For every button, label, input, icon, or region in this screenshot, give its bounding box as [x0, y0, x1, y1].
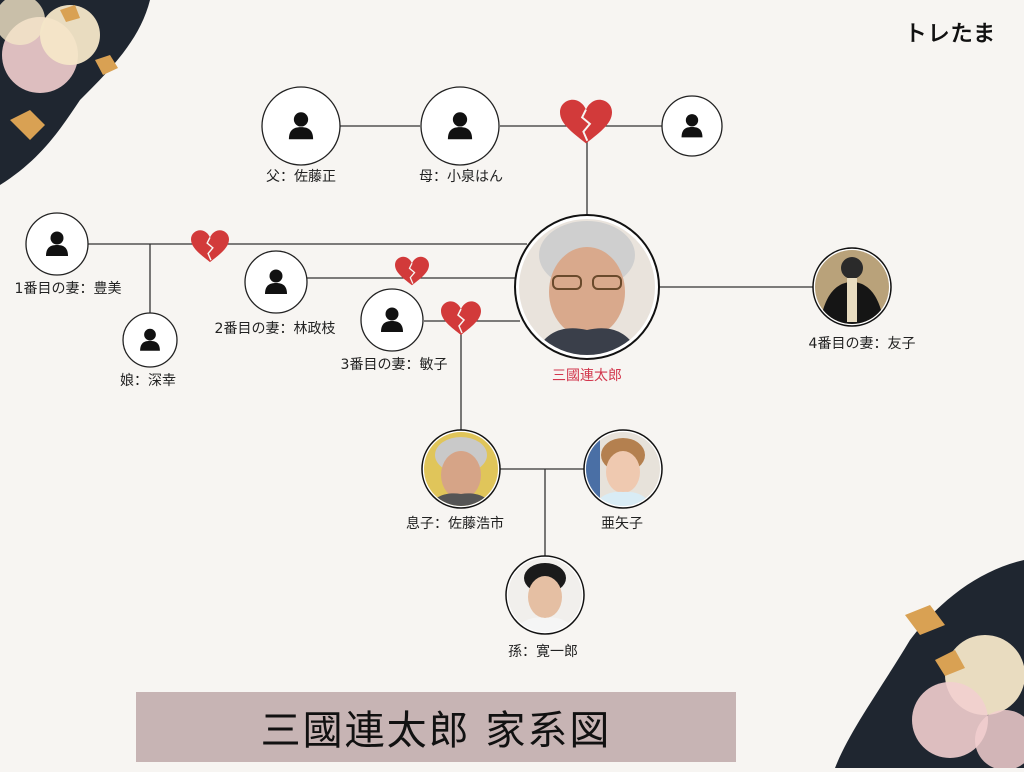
mother-label: 母：小泉はん	[419, 169, 503, 185]
person-silhouette-icon	[381, 307, 403, 332]
grandson-label: 孫：寛一郎	[508, 644, 578, 660]
broken-heart-icon	[191, 230, 229, 263]
son-label: 息子：佐藤浩市	[406, 516, 504, 532]
wife2-label: 2番目の妻：林政枝	[214, 321, 336, 337]
mother-partner-node	[661, 95, 723, 157]
person-silhouette-icon	[447, 112, 473, 140]
wife4-node	[812, 247, 892, 327]
son-wife-label: 亜矢子	[601, 516, 643, 532]
father-node	[261, 86, 341, 166]
broken-heart-icon	[560, 99, 612, 144]
mother-node	[420, 86, 500, 166]
wife1-label: 1番目の妻：豊美	[14, 281, 122, 297]
young-man-portrait-icon	[508, 558, 582, 632]
decorative-flowers-top-left	[0, 0, 150, 185]
broken-heart-icon	[395, 256, 429, 286]
wife3-label: 3番目の妻：敏子	[340, 357, 448, 373]
main-person-label: 三國連太郎	[552, 368, 622, 384]
person-silhouette-icon	[140, 328, 160, 351]
son-wife-node	[583, 429, 663, 509]
gray-haired-man-portrait-icon	[424, 432, 498, 506]
person-silhouette-icon	[265, 269, 287, 294]
brand-logo: トレたま	[904, 22, 996, 47]
page-title: 三國連太郎 家系図	[260, 708, 612, 754]
wife3-node	[360, 288, 424, 352]
daughter-node	[122, 312, 178, 368]
decorative-flowers-bottom-right	[835, 560, 1024, 770]
elderly-man-portrait-icon	[519, 219, 655, 355]
person-silhouette-icon	[288, 112, 314, 140]
son-node	[421, 429, 501, 509]
main-person-node	[514, 214, 660, 360]
daughter-label: 娘：深幸	[120, 373, 176, 389]
grandson-node	[505, 555, 585, 635]
title-banner: 三國連太郎 家系図	[136, 692, 736, 762]
short-haired-woman-portrait-icon	[586, 432, 660, 506]
wife2-node	[244, 250, 308, 314]
person-silhouette-icon	[681, 114, 703, 138]
wife4-label: 4番目の妻：友子	[808, 336, 916, 352]
person-silhouette-icon	[46, 231, 68, 256]
father-label: 父：佐藤正	[266, 169, 336, 185]
broken-heart-icon	[441, 301, 481, 335]
man-holding-memorial-plaque-icon	[815, 250, 889, 324]
wife1-node	[25, 212, 89, 276]
